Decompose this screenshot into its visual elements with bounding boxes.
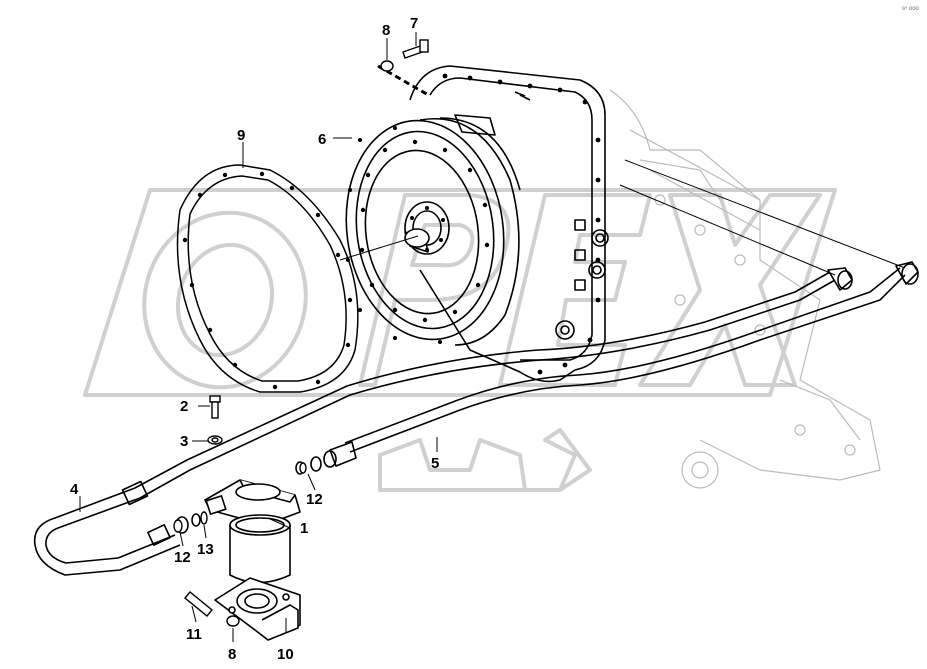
hose-assembly-5 — [295, 261, 919, 475]
hose-assembly-4 — [33, 267, 853, 576]
callout-5: 5 — [431, 455, 439, 472]
callout-6: 6 — [318, 131, 326, 148]
transmission-housing — [339, 64, 609, 383]
corner-code: sⁿ ooo — [902, 5, 920, 12]
callout-1: 1 — [300, 520, 308, 537]
oil-filter — [204, 479, 301, 584]
gasket — [176, 164, 359, 393]
leader-lines — [79, 32, 438, 642]
callout-9: 9 — [237, 127, 245, 144]
callout-8-top: 8 — [382, 22, 390, 39]
callout-12-left: 12 — [174, 549, 191, 566]
callout-11: 11 — [186, 626, 202, 643]
callout-10: 10 — [277, 646, 294, 663]
small-hardware — [173, 39, 429, 627]
callout-2: 2 — [180, 398, 188, 415]
callout-12-right: 12 — [306, 491, 323, 508]
callout-8-bottom: 8 — [228, 646, 236, 663]
callout-3: 3 — [180, 433, 188, 450]
callout-4: 4 — [70, 481, 79, 498]
engine-background — [609, 89, 881, 489]
filter-bracket — [214, 577, 301, 641]
opex-watermark — [83, 188, 837, 492]
reference-line — [619, 159, 906, 276]
callout-13: 13 — [197, 541, 214, 558]
callout-7: 7 — [410, 15, 418, 32]
